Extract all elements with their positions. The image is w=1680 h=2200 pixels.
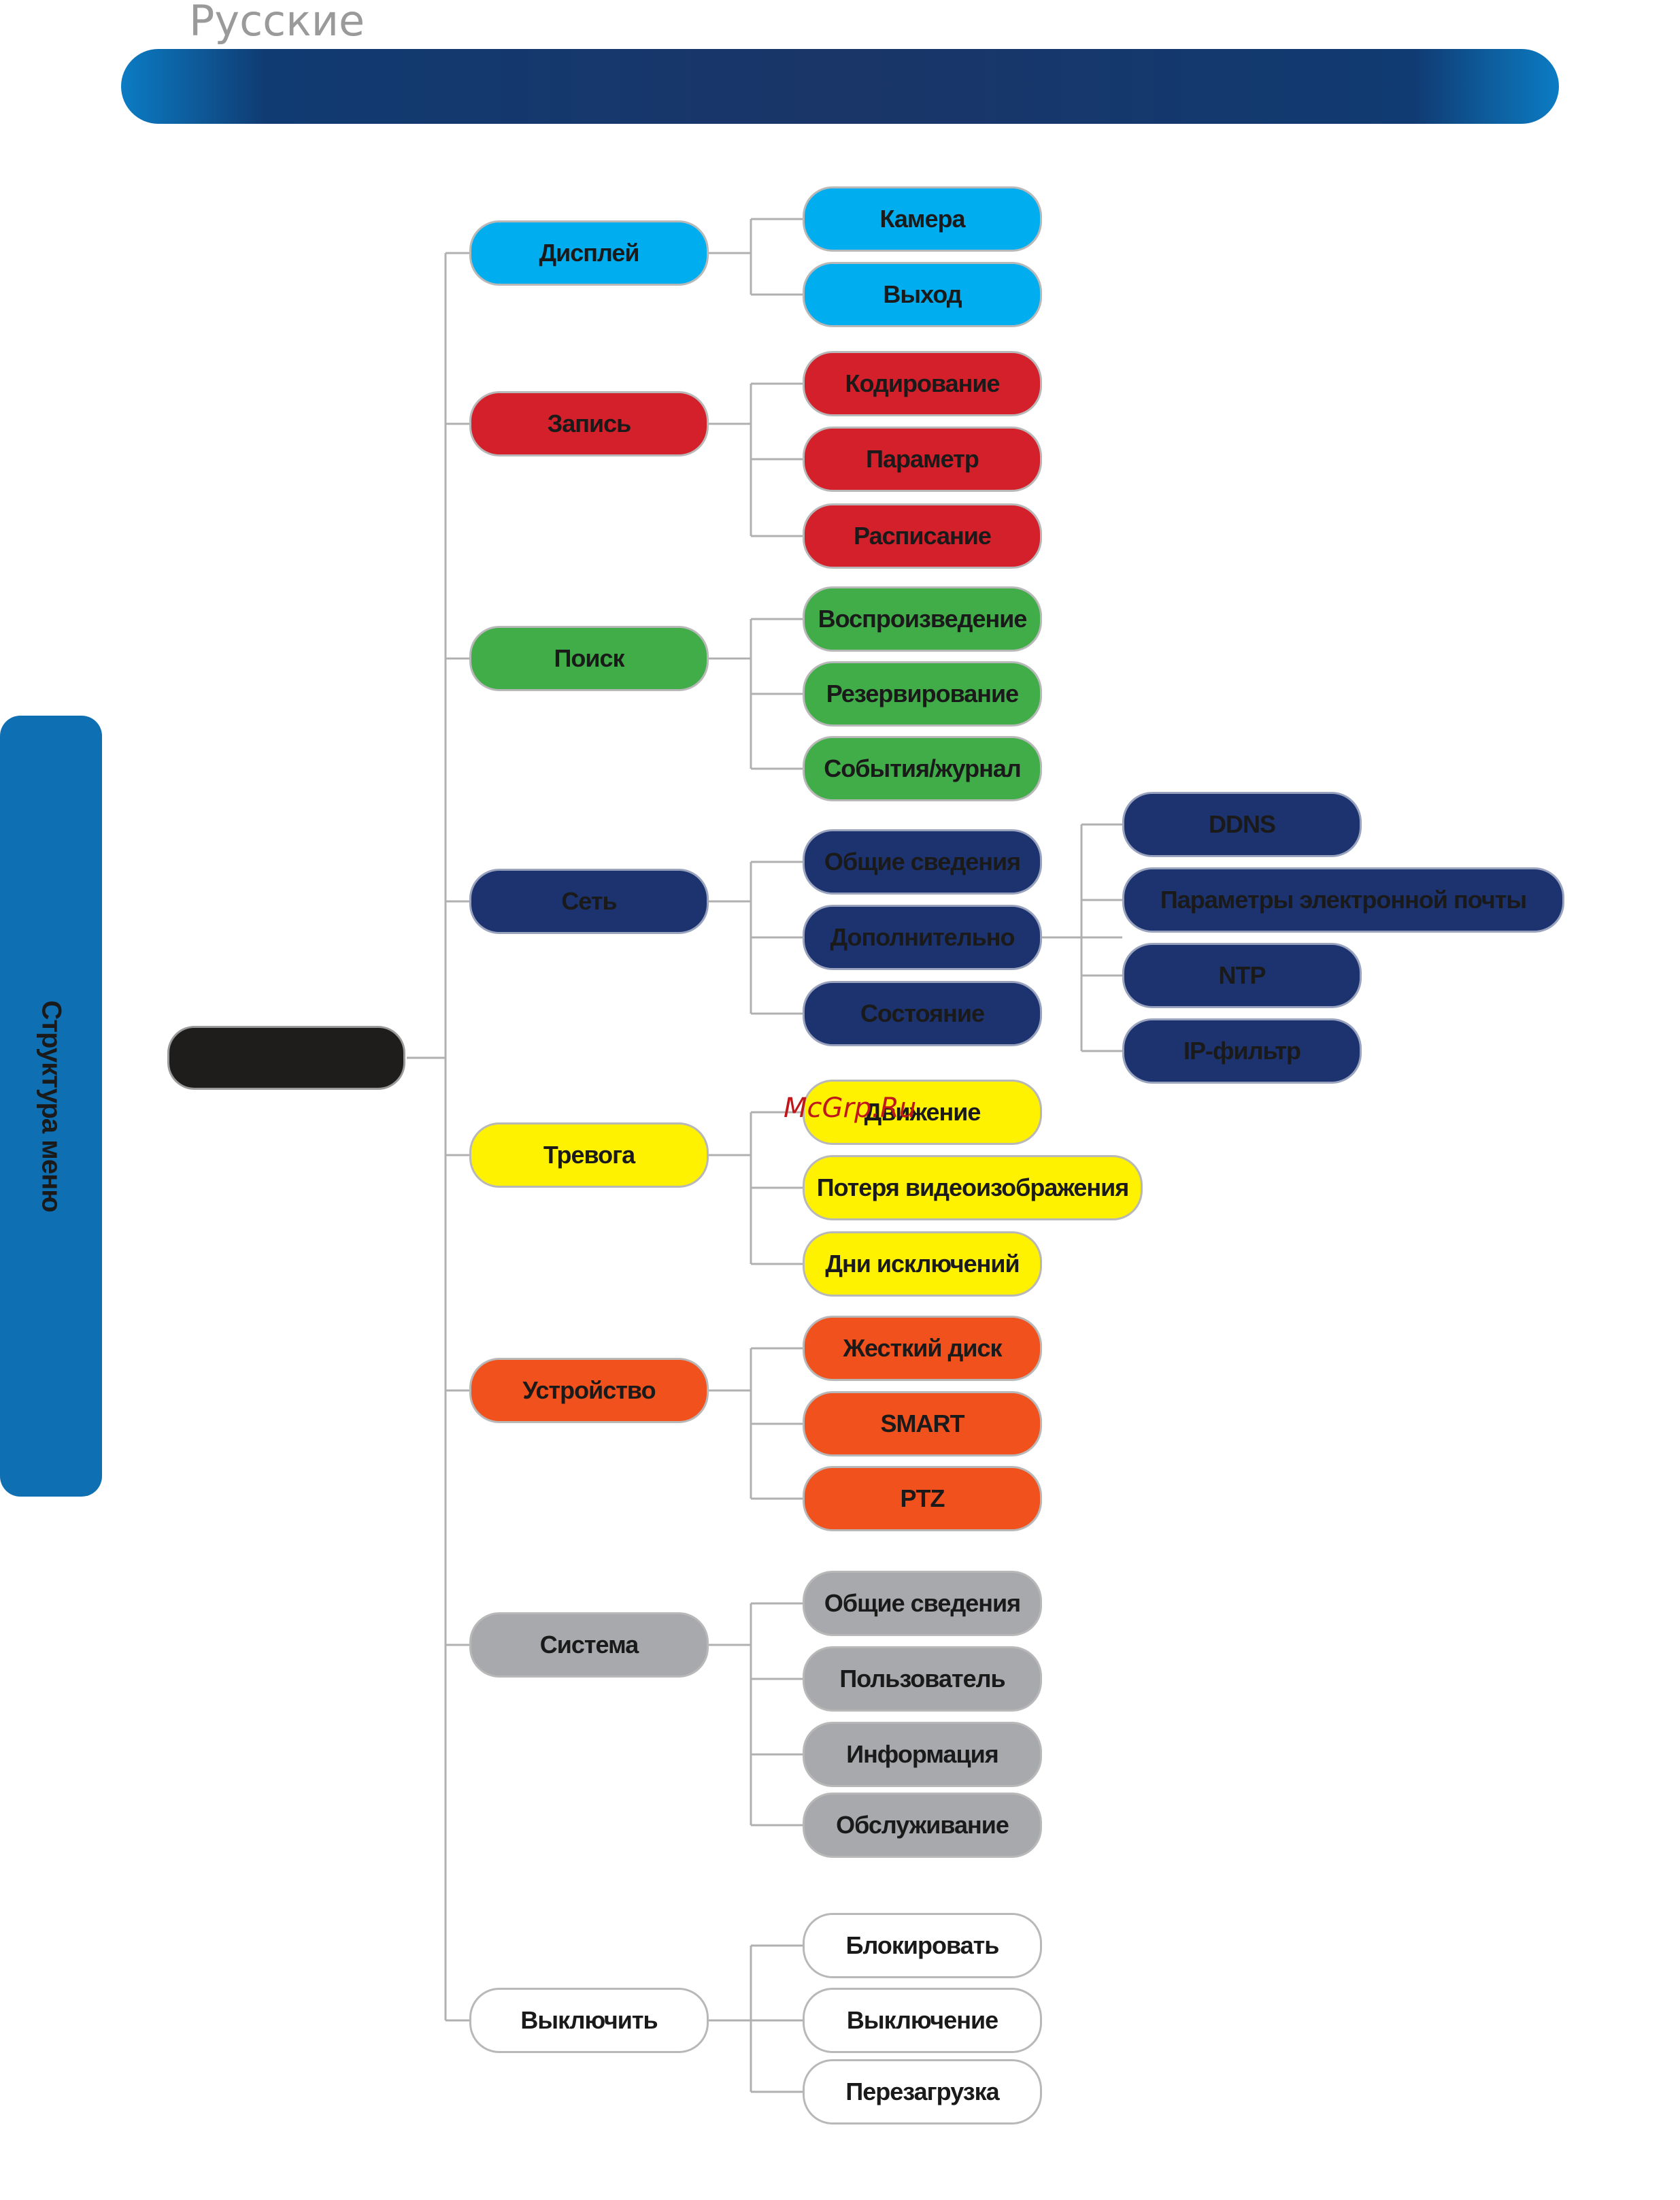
submenu-item-параметр: Параметр bbox=[803, 427, 1042, 492]
submenu-item-блокировать: Блокировать bbox=[803, 1913, 1042, 1978]
submenu-item-воспроизведение: Воспроизведение bbox=[803, 586, 1042, 652]
menu-item-дисплей: Дисплей bbox=[469, 220, 709, 286]
submenu-item-информация: Информация bbox=[803, 1722, 1042, 1787]
subsubmenu-item-ddns: DDNS bbox=[1122, 792, 1362, 857]
submenu-item-общие-сведения: Общие сведения bbox=[803, 829, 1042, 895]
submenu-item-выключение: Выключение bbox=[803, 1988, 1042, 2053]
submenu-item-кодирование: Кодирование bbox=[803, 351, 1042, 416]
submenu-item-камера: Камера bbox=[803, 186, 1042, 252]
subsubmenu-item-параметры-электронной-почты: Параметры электронной почты bbox=[1122, 867, 1564, 933]
submenu-item-дни-исключений: Дни исключений bbox=[803, 1231, 1042, 1297]
menu-item-поиск: Поиск bbox=[469, 626, 709, 691]
watermark: McGrp.Ru bbox=[784, 1093, 917, 1124]
submenu-item-расписание: Расписание bbox=[803, 503, 1042, 569]
header-banner bbox=[121, 49, 1559, 124]
menu-item-запись: Запись bbox=[469, 391, 709, 456]
submenu-item-перезагрузка: Перезагрузка bbox=[803, 2059, 1042, 2124]
submenu-item-пользователь: Пользователь bbox=[803, 1646, 1042, 1712]
submenu-item-состояние: Состояние bbox=[803, 981, 1042, 1046]
submenu-item-резервирование: Резервирование bbox=[803, 661, 1042, 727]
submenu-item-общие-сведения: Общие сведения bbox=[803, 1571, 1042, 1636]
submenu-item-дополнительно: Дополнительно bbox=[803, 905, 1042, 970]
submenu-item-ptz: PTZ bbox=[803, 1466, 1042, 1531]
submenu-item-smart: SMART bbox=[803, 1391, 1042, 1456]
submenu-item-выход: Выход bbox=[803, 262, 1042, 327]
submenu-item-обслуживание: Обслуживание bbox=[803, 1793, 1042, 1858]
language-label: Русские bbox=[189, 0, 365, 46]
menu-item-система: Система bbox=[469, 1612, 709, 1678]
menu-item-тревога: Тревога bbox=[469, 1122, 709, 1188]
menu-item-сеть: Сеть bbox=[469, 869, 709, 934]
subsubmenu-item-ntp: NTP bbox=[1122, 943, 1362, 1008]
sidebar-tab: Структура меню bbox=[0, 716, 102, 1497]
subsubmenu-item-ip-фильтр: IP-фильтр bbox=[1122, 1018, 1362, 1084]
submenu-item-потеря-видеоизображения: Потеря видеоизображения bbox=[803, 1155, 1143, 1220]
submenu-item-события-журнал: События/журнал bbox=[803, 736, 1042, 801]
submenu-item-движение: Движение bbox=[803, 1080, 1042, 1145]
menu-item-выключить: Выключить bbox=[469, 1988, 709, 2053]
submenu-item-жесткий-диск: Жесткий диск bbox=[803, 1316, 1042, 1381]
menu-root bbox=[167, 1026, 405, 1090]
menu-item-устройство: Устройство bbox=[469, 1358, 709, 1423]
